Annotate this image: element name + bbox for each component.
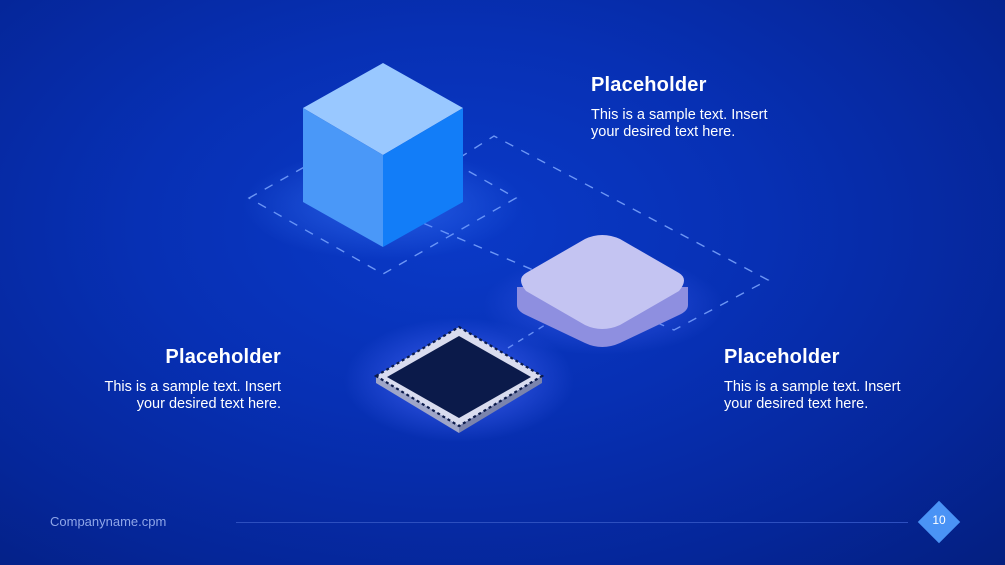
block-title: Placeholder [724,346,840,368]
block-title: Placeholder [165,346,281,368]
footer-company-name: Companyname.cpm [50,514,167,529]
block-title: Placeholder [591,74,707,96]
microchip-icon [373,325,545,433]
footer-divider [236,522,908,523]
page-number: 10 [932,513,946,527]
text-block-left: Placeholder This is a sample text. Inser… [40,346,281,413]
text-block-top: Placeholder This is a sample text. Inser… [591,74,851,141]
text-block-right: Placeholder This is a sample text. Inser… [724,346,964,413]
cube-icon [303,63,463,247]
rounded-tile-icon [517,235,688,347]
